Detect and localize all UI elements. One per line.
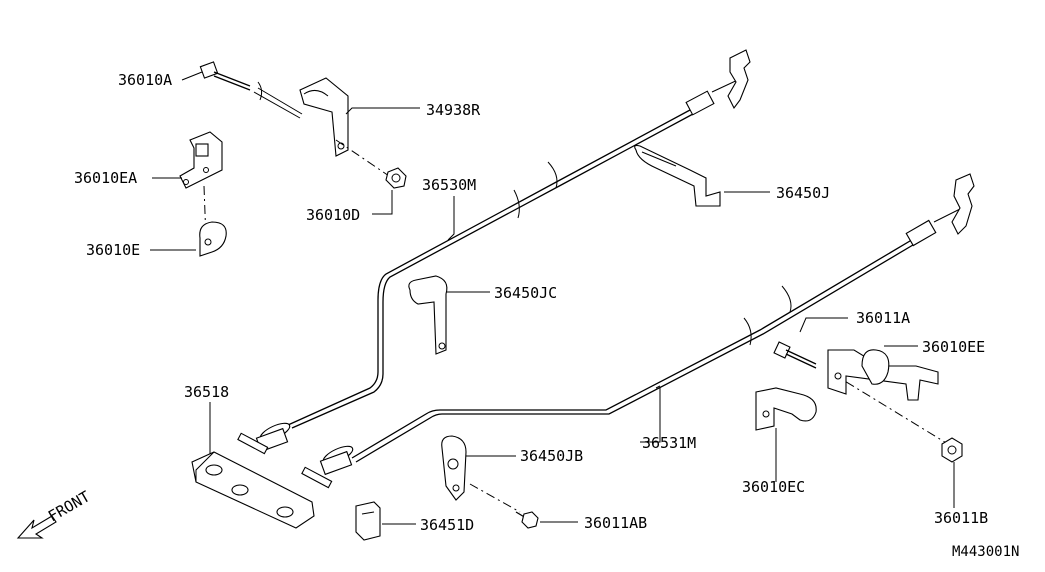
clip-36450jc — [408, 275, 448, 355]
bolt-36011a — [773, 341, 949, 445]
clip-36450jb — [441, 435, 521, 513]
label-36010ec: 36010EC — [742, 478, 805, 496]
label-36450jc: 36450JC — [494, 284, 557, 302]
label-36530m: 36530M — [422, 176, 476, 194]
label-36010d: 36010D — [306, 206, 360, 224]
label-36010ee: 36010EE — [922, 338, 985, 356]
front-arrow-icon — [16, 515, 57, 539]
nut-36010d — [335, 139, 407, 189]
label-36010ea: 36010EA — [74, 169, 137, 187]
cable-36531m — [319, 173, 975, 476]
bolt-36011ab — [515, 511, 539, 529]
label-36450jb: 36450JB — [520, 447, 583, 465]
clip-36010ec — [755, 387, 817, 431]
equalizer-36518 — [191, 432, 333, 529]
label-36450j: 36450J — [776, 184, 830, 202]
label-36010e: 36010E — [86, 241, 140, 259]
clip-36010e — [199, 221, 227, 257]
front-label: FRONT — [45, 487, 93, 525]
clip-36451d — [355, 501, 381, 541]
leader-lines — [150, 71, 955, 525]
label-36531m: 36531M — [642, 434, 696, 452]
label-36011b: 36011B — [934, 509, 988, 527]
bracket-34938r — [299, 77, 349, 157]
label-36011a: 36011A — [856, 309, 910, 327]
clip-36450j — [634, 144, 721, 207]
nut-36011b — [941, 437, 963, 463]
bracket-36010ee — [827, 349, 939, 401]
label-36518: 36518 — [184, 383, 229, 401]
label-34938r: 34938R — [426, 101, 481, 119]
label-36451d: 36451D — [420, 516, 474, 534]
diagram-code: M443001N — [952, 544, 1019, 560]
bolt-36010a — [199, 61, 303, 119]
label-36011ab: 36011AB — [584, 514, 647, 532]
label-36010a: 36010A — [118, 71, 172, 89]
